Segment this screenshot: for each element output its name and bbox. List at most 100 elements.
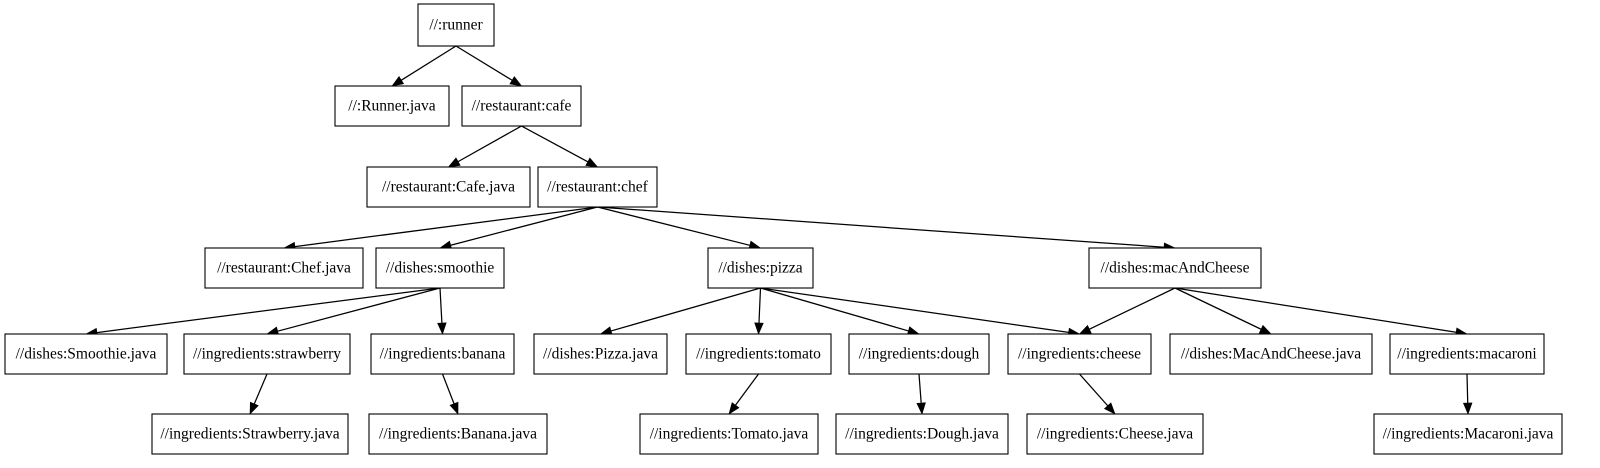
graph-edge-line (735, 373, 760, 406)
graph-edge-line (521, 125, 589, 163)
graph-node-dough_java[interactable]: //ingredients:Dough.java (835, 413, 1009, 455)
node-box[interactable] (151, 413, 349, 455)
node-label: //:Runner.java (348, 98, 436, 115)
graph-node-ing_cheese[interactable]: //ingredients:cheese (1007, 333, 1152, 375)
graph-edge-arrowhead (437, 322, 447, 335)
graph-edge-line (760, 287, 909, 332)
graph-edge-arrowhead (754, 322, 764, 335)
node-box[interactable] (334, 85, 450, 127)
graph-edge-line (253, 373, 268, 405)
graph-edge-arrowhead (728, 402, 740, 415)
node-label: //restaurant:chef (547, 179, 649, 196)
node-label: //:runner (429, 17, 483, 34)
node-label: //ingredients:Dough.java (845, 426, 999, 443)
node-box[interactable] (835, 413, 1009, 455)
node-box[interactable] (1026, 413, 1204, 455)
node-box[interactable] (707, 247, 814, 289)
node-box[interactable] (370, 333, 515, 375)
node-label: //ingredients:tomato (696, 346, 821, 363)
graph-node-restaurant_cafe[interactable]: //restaurant:cafe (461, 85, 582, 127)
graph-node-smoothie_java[interactable]: //dishes:Smoothie.java (4, 333, 168, 375)
node-box[interactable] (417, 3, 495, 47)
node-box[interactable] (1088, 247, 1262, 289)
graph-edge-line (277, 287, 441, 332)
node-box[interactable] (375, 247, 505, 289)
node-label: //ingredients:Cheese.java (1037, 426, 1193, 443)
graph-node-dishes_mac[interactable]: //dishes:macAndCheese (1088, 247, 1262, 289)
node-label: //dishes:MacAndCheese.java (1181, 346, 1361, 363)
graph-edge-line (439, 287, 443, 324)
graph-edge-line (455, 45, 513, 81)
node-label: //restaurant:Chef.java (217, 260, 351, 277)
graph-edge-line (1079, 373, 1109, 407)
graph-edge-line (597, 206, 1165, 248)
graph-node-ing_banana[interactable]: //ingredients:banana (370, 333, 515, 375)
node-box[interactable] (4, 333, 168, 375)
node-box[interactable] (1007, 333, 1152, 375)
node-label: //ingredients:Tomato.java (650, 426, 809, 443)
node-box[interactable] (848, 333, 990, 375)
graph-edge-line (1174, 287, 1457, 333)
graph-edge-arrowhead (916, 402, 926, 415)
node-box[interactable] (1373, 413, 1563, 455)
node-label: //dishes:smoothie (386, 260, 495, 277)
graph-edge-line (1174, 287, 1262, 330)
graph-node-banana_java[interactable]: //ingredients:Banana.java (368, 413, 548, 455)
graph-edge-line (457, 125, 522, 163)
graph-node-chef_java[interactable]: //restaurant:Chef.java (204, 247, 364, 289)
node-box[interactable] (366, 166, 531, 208)
node-box[interactable] (183, 333, 351, 375)
node-box[interactable] (368, 413, 548, 455)
graph-node-dishes_smoothie[interactable]: //dishes:smoothie (375, 247, 505, 289)
graph-edge-line (760, 287, 1069, 334)
graph-node-runner[interactable]: //:runner (417, 3, 495, 47)
node-label: //restaurant:cafe (472, 98, 572, 115)
graph-edge-line (918, 373, 922, 404)
graph-edge-arrowhead (447, 157, 461, 168)
graph-edge-line (1089, 287, 1176, 330)
graph-node-pizza_java[interactable]: //dishes:Pizza.java (533, 333, 668, 375)
graph-node-tomato_java[interactable]: //ingredients:Tomato.java (639, 413, 819, 455)
graph-node-ing_strawberry[interactable]: //ingredients:strawberry (183, 333, 351, 375)
graph-node-runner_java[interactable]: //:Runner.java (334, 85, 450, 127)
graph-node-ing_macaroni[interactable]: //ingredients:macaroni (1389, 333, 1545, 375)
graph-edge-arrowhead (1103, 402, 1116, 415)
graph-edge-arrowhead (449, 401, 459, 415)
node-box[interactable] (537, 166, 658, 208)
node-box[interactable] (204, 247, 364, 289)
node-box[interactable] (533, 333, 668, 375)
node-box[interactable] (639, 413, 819, 455)
graph-edge-line (96, 287, 441, 334)
node-label: //dishes:macAndCheese (1101, 260, 1250, 277)
graph-edge-arrowhead (1258, 324, 1272, 335)
graph-edge-line (1466, 373, 1469, 404)
graph-node-restaurant_chef[interactable]: //restaurant:chef (537, 166, 658, 208)
graph-node-mac_java[interactable]: //dishes:MacAndCheese.java (1169, 333, 1373, 375)
graph-node-cafe_java[interactable]: //restaurant:Cafe.java (366, 166, 531, 208)
graph-edge-line (400, 45, 457, 81)
graph-node-dishes_pizza[interactable]: //dishes:pizza (707, 247, 814, 289)
node-label: //ingredients:macaroni (1397, 346, 1537, 363)
node-box[interactable] (685, 333, 832, 375)
graph-node-strawberry_java[interactable]: //ingredients:Strawberry.java (151, 413, 349, 455)
graph-node-cheese_java[interactable]: //ingredients:Cheese.java (1026, 413, 1204, 455)
graph-node-ing_tomato[interactable]: //ingredients:tomato (685, 333, 832, 375)
graph-edge-line (597, 206, 750, 246)
edges-layer (85, 45, 1473, 415)
nodes-layer: //:runner //:Runner.java //restaurant:cafe… (4, 3, 1563, 455)
node-label: //ingredients:dough (859, 346, 980, 363)
node-label: //ingredients:banana (380, 346, 506, 363)
node-box[interactable] (1389, 333, 1545, 375)
graph-edge-arrowhead (1462, 402, 1473, 415)
node-label: //dishes:pizza (718, 260, 802, 277)
graph-edge-arrowhead (585, 157, 599, 168)
node-label: //ingredients:Strawberry.java (160, 426, 339, 443)
graph-edge-line (450, 206, 598, 246)
graph-node-ing_dough[interactable]: //ingredients:dough (848, 333, 990, 375)
node-box[interactable] (1169, 333, 1373, 375)
node-box[interactable] (461, 85, 582, 127)
graph-edge-line (294, 206, 598, 248)
graph-node-macaroni_java[interactable]: //ingredients:Macaroni.java (1373, 413, 1563, 455)
